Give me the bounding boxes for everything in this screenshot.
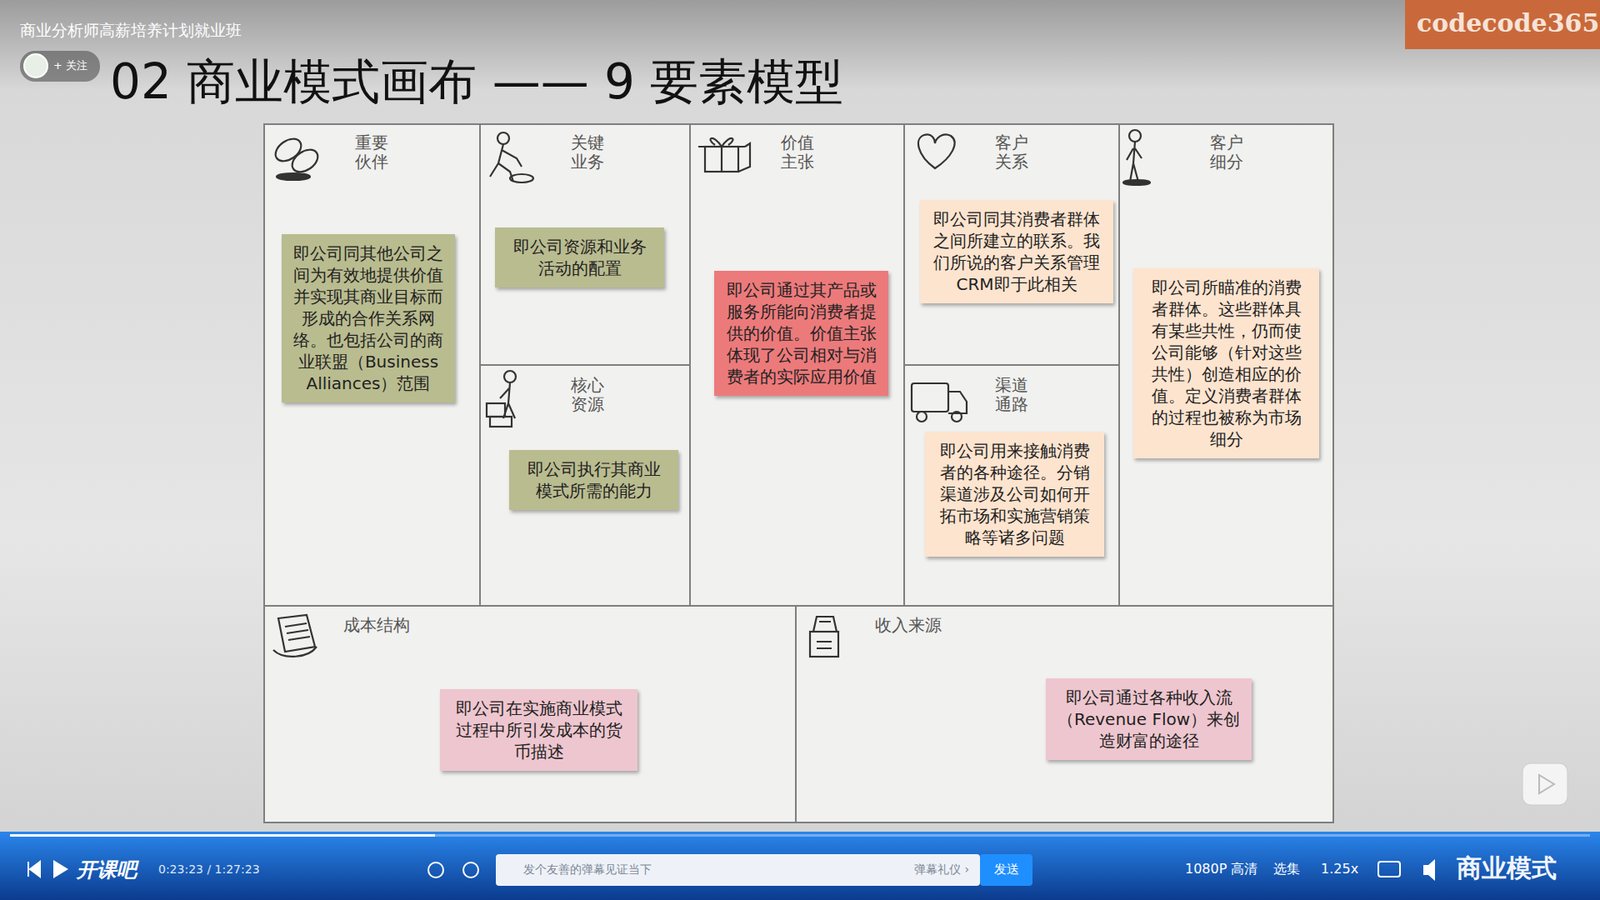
canvas-cell: 价值主张即公司通过其产品或服务所能向消费者提供的价值。价值主张体现了公司相对与消… [689,123,905,607]
ui-label: 商业分析师高薪培养计划就业班 [20,20,242,42]
canvas-icons [271,130,1150,657]
canvas-cell: 成本结构即公司在实施商业模式过程中所引发成本的货币描述 [263,605,797,824]
ui-label: 1080P 高清 [1185,860,1258,879]
ui-label: 0:23:23 / 1:27:23 [158,862,260,876]
note-text: 即公司所瞄准的消费者群体。这些群体具有某些共性，仍而使公司能够（针对这些共性）创… [1143,276,1310,450]
progress-played [10,834,435,837]
ui-label: codecode365 [1416,8,1600,38]
resource-icon [486,403,505,417]
sticky-note: 即公司同其消费者群体之间所建立的联系。我们所说的客户关系管理CRM即于此相关 [920,200,1114,304]
paper-icon [273,646,317,657]
danmaku-input [495,854,980,886]
cell-heading: 收入来源 [875,615,942,635]
worker-icon [497,132,510,145]
ui-label: 发送 [994,861,1020,878]
cell-heading: 客户细分 [1210,133,1245,172]
sticky-note: 即公司通过其产品或服务所能向消费者提供的价值。价值主张体现了公司相对与消费者的实… [714,270,889,396]
register-icon [810,631,839,657]
ui-label: 商业模式 [1456,851,1557,886]
chain-icon [288,145,322,177]
canvas-cell: 关键业务即公司资源和业务活动的配置 [479,123,691,366]
canvas-cell: 客户细分即公司所瞄准的消费者群体。这些群体具有某些共性，仍而使公司能够（针对这些… [1118,123,1335,607]
sticky-note: 即公司资源和业务活动的配置 [495,227,665,288]
truck-icon [951,411,962,422]
sticky-note: 即公司用来接触消费者的各种途径。分销渠道涉及公司如何开拓市场和实施营销策略等诸多… [925,431,1105,557]
ui-label: 发个友善的弹幕见证当下 [523,862,652,878]
customer-icon [1126,141,1142,182]
customer-icon [1129,130,1141,142]
canvas-cell: 客户关系即公司同其消费者群体之间所建立的联系。我们所说的客户关系管理CRM即于此… [903,123,1120,366]
slide-title: 02 商业模式画布 —— 9 要素模型 [110,53,844,112]
worker-icon [510,174,534,183]
volume-icon [1423,859,1435,881]
ui-label: 弹幕礼仪 › [914,862,970,878]
ui-label: 选集 [1273,860,1300,879]
register-icon [813,616,837,649]
cell-heading: 重要伙伴 [355,133,390,172]
subtitle-icon [1378,861,1400,877]
note-text: 即公司通过各种收入流（Revenue Flow）来创造财富的途径 [1055,686,1242,752]
prev-button [28,861,40,877]
canvas-cell: 收入来源即公司通过各种收入流（Revenue Flow）来创造财富的途径 [795,605,1335,824]
cell-heading: 价值主张 [780,133,816,172]
paper-icon [278,615,315,652]
resource-icon [500,382,515,419]
note-text: 即公司同其消费者群体之间所建立的联系。我们所说的客户关系管理CRM即于此相关 [930,208,1104,295]
play-button [53,860,69,879]
sticky-note: 即公司通过各种收入流（Revenue Flow）来创造财富的途径 [1045,678,1252,760]
sticky-note: 即公司所瞄准的消费者群体。这些群体具有某些共性，仍而使公司能够（针对这些共性）创… [1133,268,1320,459]
sticky-note: 即公司在实施商业模式过程中所引发成本的货币描述 [440,689,638,771]
danmaku-toggle [428,862,444,878]
ui-label: + 关注 [53,58,88,74]
cell-heading: 核心资源 [570,375,606,415]
chain-icon [271,134,305,166]
ui-label: 1.25x [1320,860,1359,877]
chain-icon [276,173,310,180]
follow-pill [20,50,100,82]
note-text: 即公司在实施商业模式过程中所引发成本的货币描述 [450,697,628,763]
heart-icon [918,134,955,169]
canvas-ground [264,124,1334,823]
cell-heading: 渠道通路 [995,375,1030,415]
canvas-cell: 核心资源即公司执行其商业模式所需的能力 [479,364,691,607]
note-text: 即公司用来接触消费者的各种途径。分销渠道涉及公司如何开拓市场和实施营销策略等诸多… [935,440,1095,549]
note-text: 即公司同其他公司之间为有效地提供价值并实现其商业目标而形成的合作关系网络。也包括… [291,242,445,395]
customer-icon [1123,180,1150,185]
canvas-cell: 渠道通路即公司用来接触消费者的各种途径。分销渠道涉及公司如何开拓市场和实施营销策… [903,364,1120,607]
sticky-note: 即公司同其他公司之间为有效地提供价值并实现其商业目标而形成的合作关系网络。也包括… [281,234,455,403]
cell-heading: 成本结构 [343,615,410,635]
note-text: 即公司资源和业务活动的配置 [505,235,655,280]
truck-icon [916,411,927,422]
play-float [1539,775,1555,794]
note-text: 即公司执行其商业模式所需的能力 [519,458,669,502]
resource-icon [504,370,516,383]
play-float [1522,763,1568,805]
worker-icon [490,144,522,182]
ui-label: 开课吧 [76,856,137,884]
progress-track [10,834,1590,837]
truck-icon [948,391,967,414]
gift-icon [698,138,750,172]
resource-icon [490,416,512,427]
avatar [24,54,48,78]
watermark-box [1405,0,1600,50]
cell-heading: 关键业务 [570,133,606,172]
truck-icon [911,383,949,412]
sticky-note: 即公司执行其商业模式所需的能力 [509,450,679,510]
send-button [980,854,1033,886]
canvas-cell: 重要伙伴即公司同其他公司之间为有效地提供价值并实现其商业目标而形成的合作关系网络… [263,123,481,607]
player-bar [0,831,1600,900]
cell-heading: 客户关系 [995,133,1030,172]
note-text: 即公司通过其产品或服务所能向消费者提供的价值。价值主张体现了公司相对与消费者的实… [724,279,879,388]
danmaku-setting [463,862,479,878]
